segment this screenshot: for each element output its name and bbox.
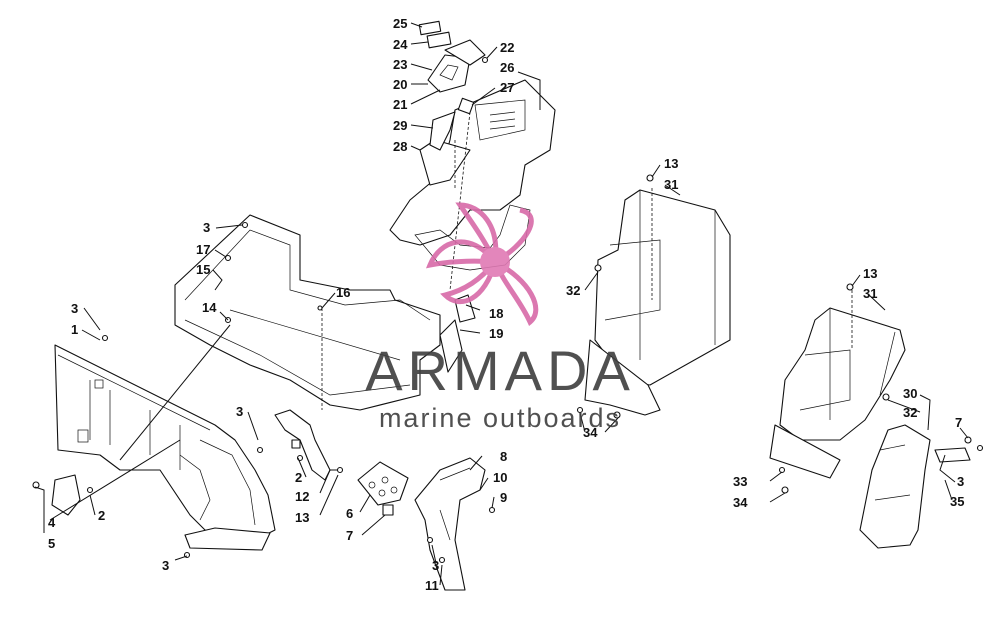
callout-10: 10 [493, 470, 507, 485]
callout-3: 3 [162, 558, 169, 573]
callout-18: 18 [489, 306, 503, 321]
callout-12: 12 [295, 489, 309, 504]
callout-3: 3 [432, 558, 439, 573]
callout-7: 7 [955, 415, 962, 430]
armada-logo: ARMADA marine outboards [365, 202, 635, 433]
callout-6: 6 [346, 506, 353, 521]
seat-base-upper-part [584, 188, 731, 416]
callout-3: 3 [71, 301, 78, 316]
floor-pan-part [174, 214, 441, 411]
callout-13: 13 [295, 510, 309, 525]
callout-14: 14 [202, 300, 217, 315]
callout-4: 4 [48, 515, 56, 530]
fastener-markers [32, 56, 984, 564]
front-panel-part [54, 344, 276, 551]
side-trim-part [859, 424, 971, 549]
callout-32: 32 [566, 283, 580, 298]
callout-21: 21 [393, 97, 407, 112]
callout-1: 1 [71, 322, 78, 337]
callout-11: 11 [425, 578, 439, 593]
propeller-logo-icon [425, 202, 539, 326]
callout-13: 13 [863, 266, 877, 281]
callout-35: 35 [950, 494, 964, 509]
brand-tagline: marine outboards [379, 403, 621, 433]
callout-33: 33 [733, 474, 747, 489]
callout-26: 26 [500, 60, 514, 75]
callout-25: 25 [393, 16, 407, 31]
callout-34: 34 [733, 495, 748, 510]
callout-31: 31 [664, 177, 678, 192]
callout-30: 30 [903, 386, 917, 401]
callout-20: 20 [393, 77, 407, 92]
callout-29: 29 [393, 118, 407, 133]
seat-base-lower-part [769, 290, 906, 479]
callout-3: 3 [957, 474, 964, 489]
callout-28: 28 [393, 139, 407, 154]
callout-8: 8 [500, 449, 507, 464]
fender-part [414, 457, 486, 591]
brand-name: ARMADA [365, 339, 635, 402]
leader-lines [34, 22, 969, 586]
callout-3: 3 [236, 404, 243, 419]
callout-31: 31 [863, 286, 877, 301]
callout-34: 34 [583, 425, 598, 440]
callout-3: 3 [203, 220, 210, 235]
callout-19: 19 [489, 326, 503, 341]
callout-16: 16 [336, 285, 350, 300]
callout-24: 24 [393, 37, 408, 52]
callout-labels: 1 3 4 5 2 3 17 15 14 3 2 12 13 16 3 6 7 … [48, 16, 964, 593]
callout-27: 27 [500, 80, 514, 95]
callout-2: 2 [295, 470, 302, 485]
callout-17: 17 [196, 242, 210, 257]
callout-9: 9 [500, 490, 507, 505]
callout-2: 2 [98, 508, 105, 523]
callout-15: 15 [196, 262, 210, 277]
callout-7: 7 [346, 528, 353, 543]
callout-23: 23 [393, 57, 407, 72]
plate-part [357, 461, 409, 516]
callout-22: 22 [500, 40, 514, 55]
callout-32: 32 [903, 405, 917, 420]
callout-13: 13 [664, 156, 678, 171]
shifter-gate-part [418, 20, 486, 151]
callout-5: 5 [48, 536, 55, 551]
